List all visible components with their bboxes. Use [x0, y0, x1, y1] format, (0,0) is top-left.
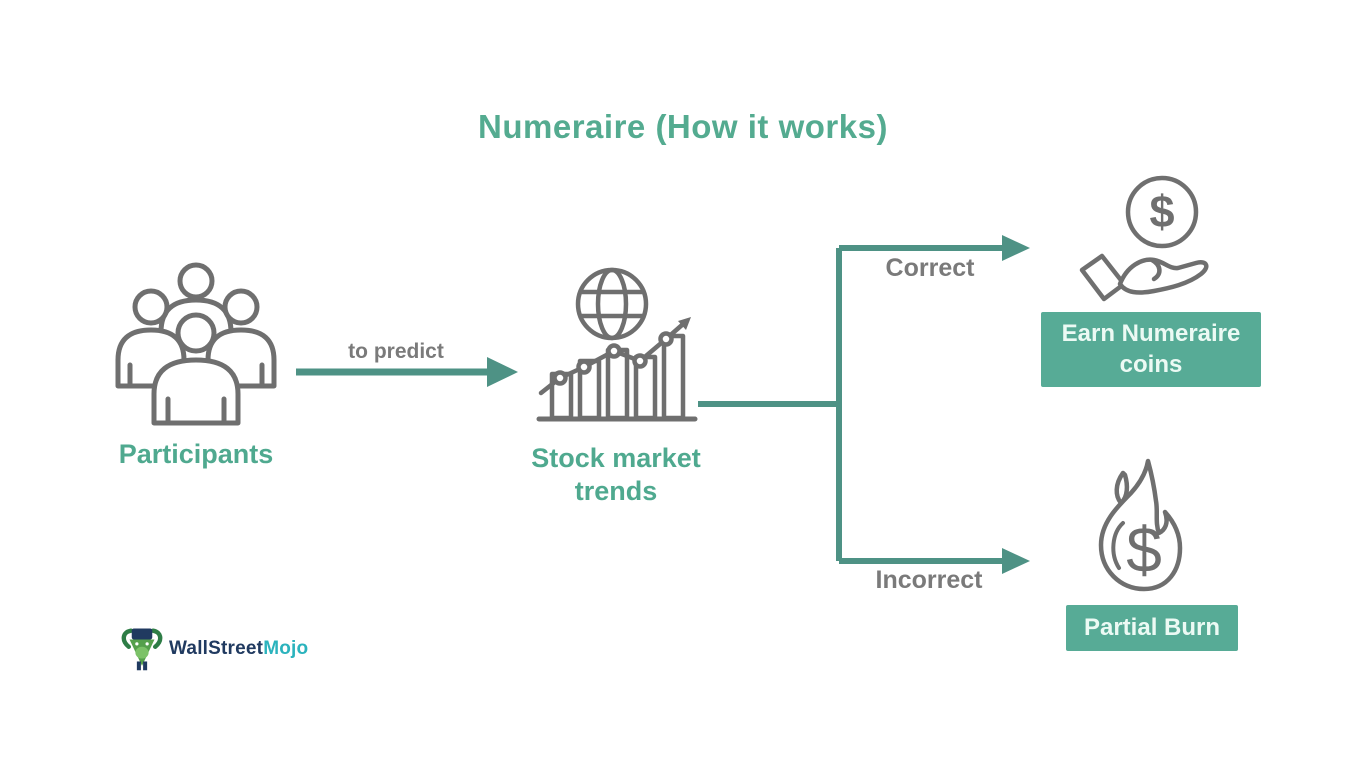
diagram-title: Numeraire (How it works): [478, 108, 888, 145]
logo-text-wallstreet: WallStreet: [169, 638, 264, 659]
participants-label: Participants: [118, 439, 274, 469]
svg-text:$: $: [1149, 186, 1174, 237]
wallstreetmojo-logo: WallStreetMojo: [120, 626, 308, 672]
hand-holding-coin-icon: $: [1072, 172, 1212, 310]
trend-line-icon: [538, 317, 691, 396]
dollar-coin-icon: $: [1125, 175, 1199, 249]
flame-icon: [1098, 458, 1183, 592]
incorrect-arrowhead: [1002, 548, 1030, 574]
predict-edge-label: to predict: [348, 340, 444, 363]
bull-mascot-icon: [121, 628, 163, 671]
partial-burn-box: Partial Burn: [1066, 605, 1238, 651]
earn-numeraire-coins-label: Earn Numeraire coins: [1061, 319, 1241, 378]
branch-connector: [698, 235, 1030, 574]
incorrect-branch-label: Incorrect: [875, 566, 983, 594]
open-hand-icon: [1079, 253, 1209, 302]
burn-dollar-symbol: $: [1126, 514, 1162, 586]
stock-market-label: Stock market trends: [531, 443, 701, 506]
participants-group-icon: [113, 260, 279, 426]
burning-dollar-icon: $: [1089, 456, 1189, 596]
coin-arc: [1111, 521, 1125, 570]
logo-text-mojo: Mojo: [263, 638, 309, 659]
correct-branch-label: Correct: [885, 254, 975, 282]
stock-market-trends-icon: [536, 266, 698, 424]
earn-numeraire-coins-box: Earn Numeraire coins: [1041, 312, 1261, 387]
globe-icon: [575, 267, 649, 341]
correct-arrowhead: [1002, 235, 1030, 261]
partial-burn-label: Partial Burn: [1083, 613, 1221, 641]
logo-text: WallStreetMojo: [169, 638, 308, 660]
